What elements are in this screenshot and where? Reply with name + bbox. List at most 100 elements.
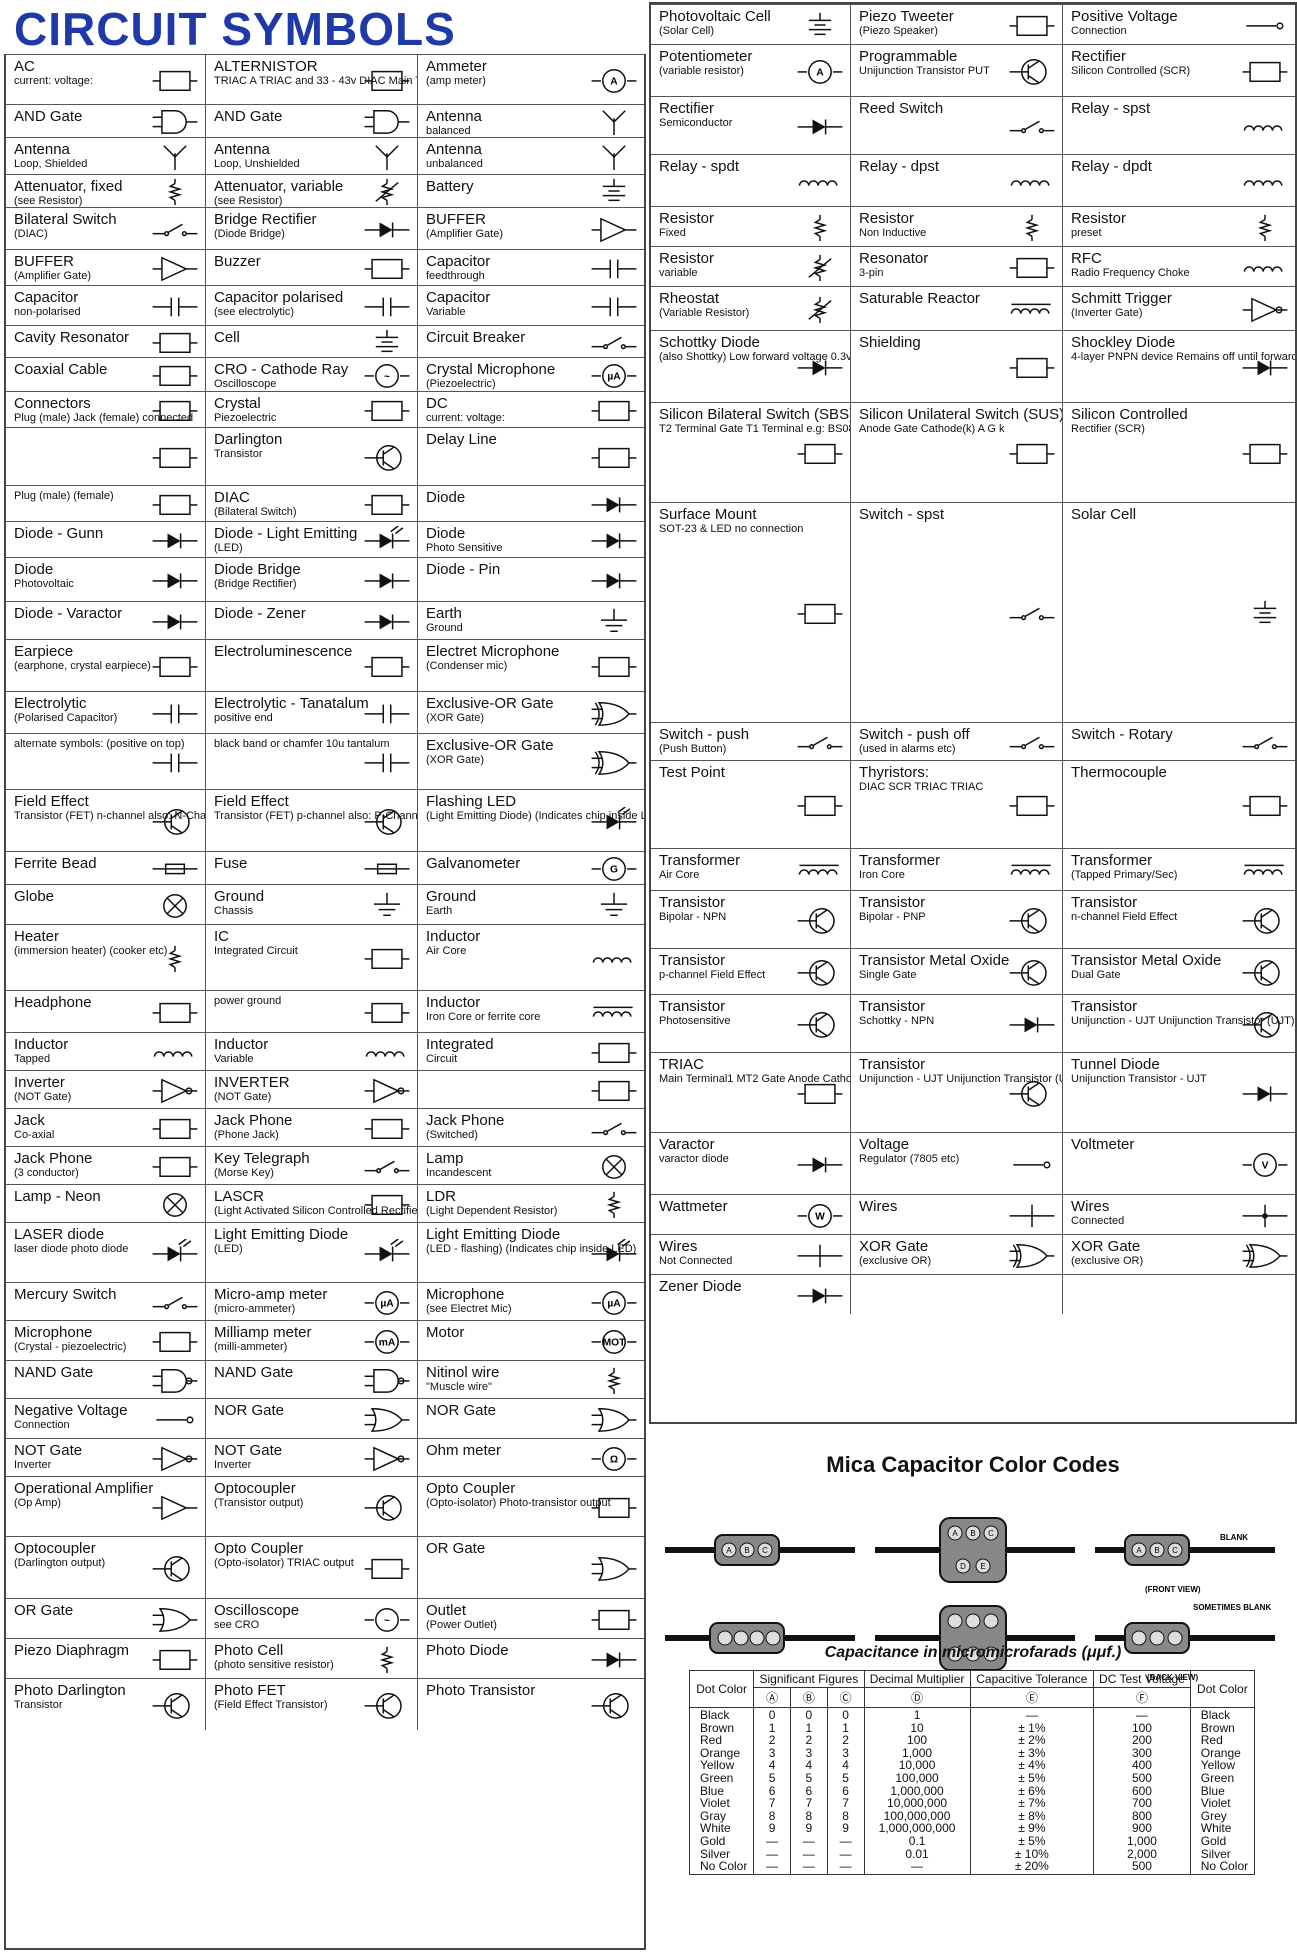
svg-text:V: V — [1262, 1160, 1269, 1171]
resistor-noninductive-icon — [1008, 213, 1056, 241]
photocell-icon — [363, 1645, 411, 1673]
symbol-cell: Flashing LED(Light Emitting Diode) (Indi… — [418, 790, 644, 851]
symbol-description: positive end — [214, 712, 273, 724]
nand-gate-box-icon — [363, 1366, 411, 1394]
symbol-name: Rheostat — [659, 290, 720, 307]
left-row: Earpiece(earphone, crystal earpiece)Elec… — [6, 639, 644, 691]
symbol-name: NAND Gate — [214, 1364, 294, 1381]
symbol-description: (LED) — [214, 542, 243, 554]
symbol-name: Saturable Reactor — [859, 290, 980, 307]
xor-gate-box-icon — [590, 748, 638, 776]
symbol-cell: Circuit Breaker — [418, 326, 644, 357]
symbol-description: (micro-ammeter) — [214, 1303, 296, 1315]
symbol-description: (immersion heater) (cooker etc) — [14, 945, 168, 957]
symbol-description: Oscilloscope — [214, 378, 277, 390]
symbol-description: Not Connected — [659, 1255, 733, 1267]
symbol-cell: Bilateral Switch(DIAC) — [6, 208, 206, 249]
symbol-name: Wires — [859, 1198, 898, 1215]
symbol-name: Cavity Resonator — [14, 329, 130, 346]
symbol-description: preset — [1071, 227, 1102, 239]
symbol-name: Zener Diode — [659, 1278, 742, 1295]
symbol-name: Transistor Metal Oxide — [859, 952, 1010, 969]
diac-icon — [363, 490, 411, 518]
symbol-name: Resonator — [859, 250, 929, 267]
capacitor-polarised-icon — [363, 292, 411, 320]
symbol-description: (Polarised Capacitor) — [14, 712, 118, 724]
nitinol-icon — [590, 1366, 638, 1394]
symbol-name: Inductor — [214, 1036, 269, 1053]
symbol-cell: AND Gate — [6, 105, 206, 137]
symbol-name: Buzzer — [214, 253, 261, 270]
fet-p-icon — [796, 958, 844, 986]
symbol-name: Earpiece — [14, 643, 74, 660]
symbol-name: Transformer — [859, 852, 941, 869]
gunn-diode-icon — [151, 526, 199, 554]
ldr-icon — [590, 1190, 638, 1218]
photo-transistor2-icon — [796, 1010, 844, 1038]
symbol-cell: Milliamp meter(milli-ammeter)mA — [206, 1321, 418, 1360]
reed-switch-icon — [1008, 112, 1056, 140]
solar-cell-icon — [796, 11, 844, 39]
symbol-cell: Potentiometer(variable resistor)A — [651, 45, 851, 96]
symbol-cell: Fuse — [206, 852, 418, 884]
left-row: Operational Amplifier(Op Amp)Optocoupler… — [6, 1476, 644, 1536]
symbol-cell: Relay - spst — [1063, 97, 1295, 154]
symbol-name: ALTERNISTOR — [214, 58, 318, 75]
symbol-name: Battery — [426, 178, 474, 195]
symbol-cell: Heater(immersion heater) (cooker etc) — [6, 925, 206, 990]
inductor-variable-icon — [363, 1038, 411, 1066]
symbol-name: Thyristors: — [859, 764, 930, 781]
symbol-name: Antenna — [426, 141, 482, 158]
symbol-name: Fuse — [214, 855, 248, 872]
symbol-description: Unijunction - UJT Unijunction Transistor… — [859, 1073, 1062, 1085]
symbol-cell — [851, 1275, 1063, 1314]
symbol-name: Exclusive-OR Gate — [426, 695, 554, 712]
symbol-description: Bipolar - PNP — [859, 911, 926, 923]
symbol-name: Transistor — [859, 998, 926, 1015]
symbol-cell: Diode - Gunn — [6, 522, 206, 557]
symbol-name: Ferrite Bead — [14, 855, 97, 872]
symbol-name: Transformer — [659, 852, 741, 869]
symbol-cell: Shielding — [851, 331, 1063, 402]
symbol-description: (see Resistor) — [214, 195, 283, 207]
ic-pins-icon — [363, 998, 411, 1026]
symbol-description: Transistor — [14, 1699, 63, 1711]
transformer-iron-icon — [1008, 856, 1056, 884]
th-d: Ⓓ — [863, 1687, 971, 1708]
th-decimal-multiplier: Decimal Multiplier — [863, 1670, 971, 1688]
symbol-description: Plug (male) Jack (female) connected — [14, 412, 194, 424]
symbol-description: (Opto-isolator) TRIAC output — [214, 1557, 354, 1569]
symbol-name: OR Gate — [14, 1602, 74, 1619]
symbol-name: Outlet — [426, 1602, 467, 1619]
symbol-label: Reed Switch — [859, 101, 943, 117]
symbol-description: (Amplifier Gate) — [426, 228, 504, 240]
blank-label: BLANK — [1220, 1533, 1248, 1542]
symbol-name: Inductor — [14, 1036, 69, 1053]
symbol-cell: LASCR(Light Activated Silicon Controlled… — [206, 1185, 418, 1222]
symbol-description: (Field Effect Transistor) — [214, 1699, 328, 1711]
symbol-description: (Inverter Gate) — [1071, 307, 1143, 319]
symbol-label: Diode - Light Emitting(LED) — [214, 526, 357, 555]
